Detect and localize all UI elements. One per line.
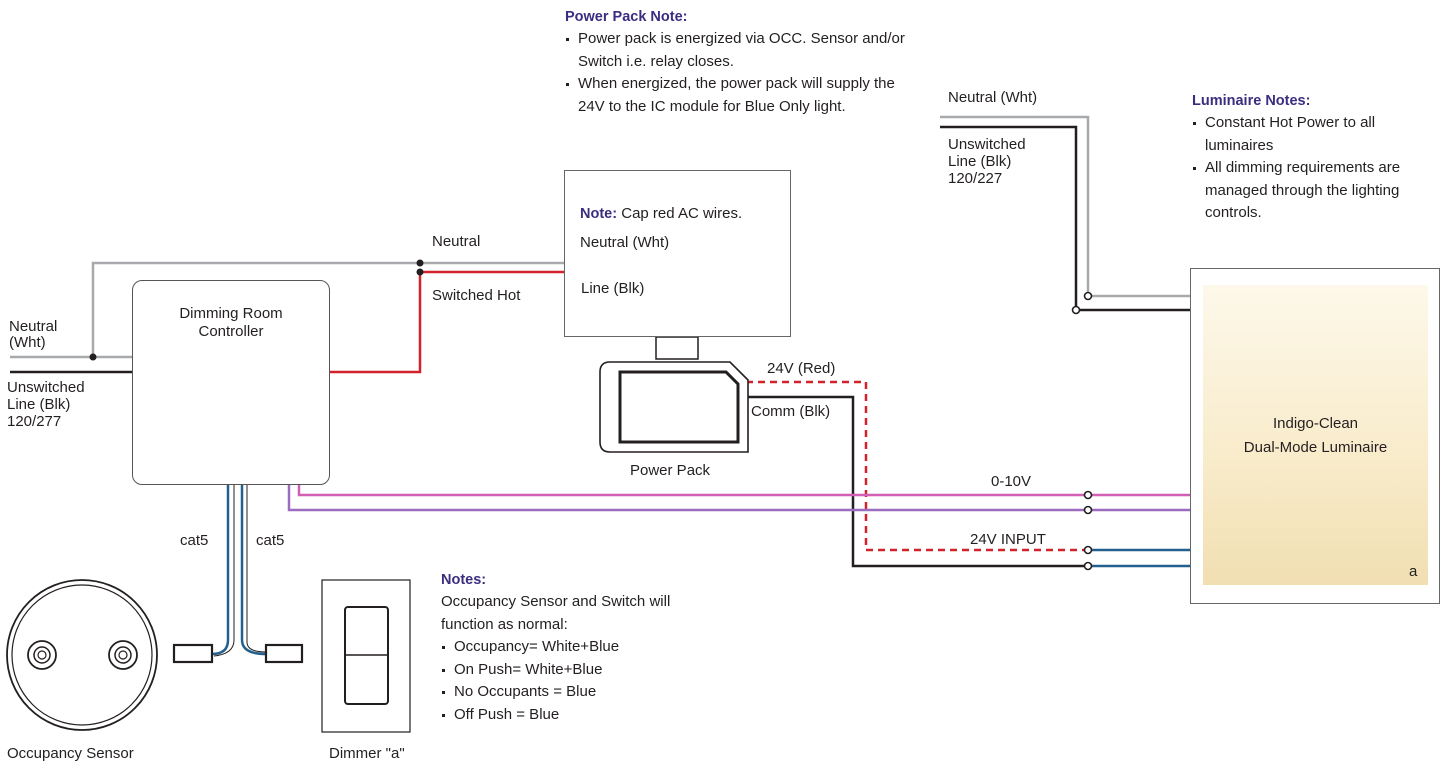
line-right-wire bbox=[940, 125, 1190, 312]
power-pack-face bbox=[618, 370, 740, 444]
function-note-item: No Occupants = Blue bbox=[441, 681, 731, 704]
neutral-left-label-2: (Wht) bbox=[9, 334, 46, 351]
power-pack-note: Power Pack Note: Power pack is energized… bbox=[565, 6, 925, 118]
power-pack-note-title: Power Pack Note: bbox=[565, 9, 688, 25]
comm-blk-label: Comm (Blk) bbox=[751, 403, 831, 420]
cat5-wire-a bbox=[211, 484, 230, 656]
cat5-wire-a2 bbox=[213, 484, 235, 657]
luminaire-label-line1: Indigo-Clean bbox=[1272, 415, 1359, 432]
cat5-label-b: cat5 bbox=[256, 532, 285, 549]
terminal-circle bbox=[1083, 545, 1093, 555]
terminals bbox=[1071, 291, 1093, 571]
luminaire-label-line2: Dual-Mode Luminaire bbox=[1243, 439, 1388, 456]
function-notes-list: Occupancy= White+Blue On Push= White+Blu… bbox=[441, 636, 731, 726]
cat5-wire-b2 bbox=[246, 484, 267, 653]
dim-purple-wire bbox=[287, 484, 1088, 512]
dimmer-label: Dimmer "a" bbox=[329, 745, 405, 762]
zero-ten-v-label: 0-10V bbox=[991, 473, 1032, 490]
line-box-label: Line (Blk) bbox=[581, 280, 645, 297]
power-pack-note-item: When energized, the power pack will supp… bbox=[565, 73, 923, 118]
luminaire-notes-list: Constant Hot Power to all luminaires All… bbox=[1192, 112, 1427, 225]
dimming-room-controller bbox=[132, 280, 330, 485]
terminal-circle bbox=[1083, 505, 1093, 515]
power-pack-note-list: Power pack is energized via OCC. Sensor … bbox=[565, 28, 925, 118]
luminaire-notes-title: Luminaire Notes: bbox=[1192, 93, 1311, 109]
function-note-item: Off Push = Blue bbox=[441, 704, 731, 727]
neutral-left-label: Neutral bbox=[9, 318, 58, 335]
unswitched-right-label: Unswitched bbox=[948, 136, 1026, 153]
luminaire-notes: Luminaire Notes: Constant Hot Power to a… bbox=[1192, 90, 1427, 225]
comm-blk-wire bbox=[746, 395, 1088, 568]
neutral-right-wire bbox=[940, 115, 1190, 298]
wire-box-note-label: Note: bbox=[580, 206, 618, 222]
v24-input-label: 24V INPUT bbox=[970, 531, 1046, 548]
controller-label-line1: Dimming Room bbox=[179, 305, 283, 322]
cat5-plug-dimmer bbox=[264, 643, 304, 664]
power-pack-connector bbox=[655, 336, 699, 360]
junction-dot bbox=[89, 353, 97, 361]
unswitched-right-label-3: 120/227 bbox=[948, 170, 1003, 187]
cat5-plug-sensor bbox=[172, 643, 214, 664]
cat5-label-a: cat5 bbox=[180, 532, 209, 549]
function-note-item: Occupancy= White+Blue bbox=[441, 636, 731, 659]
neutral-top-label: Neutral bbox=[432, 233, 481, 250]
terminal-circle bbox=[1083, 561, 1093, 571]
luminaire-note-item: All dimming requirements are managed thr… bbox=[1192, 157, 1430, 225]
wire-box-note: Note: Cap red AC wires. bbox=[580, 205, 742, 223]
unswitched-left-label-2: Line (Blk) bbox=[7, 396, 71, 413]
luminaire-note-item: Constant Hot Power to all luminaires bbox=[1192, 112, 1395, 157]
terminal-circle bbox=[1083, 291, 1093, 301]
neutral-box-label: Neutral (Wht) bbox=[580, 234, 670, 251]
luminaire-panel bbox=[1203, 285, 1428, 585]
dimmer-icon bbox=[321, 579, 411, 733]
junction-dot bbox=[416, 259, 424, 267]
occupancy-sensor-icon bbox=[6, 579, 158, 731]
unswitched-left-label: Unswitched bbox=[7, 379, 85, 396]
switched-hot-label: Switched Hot bbox=[432, 287, 521, 304]
junction-dot bbox=[416, 268, 424, 276]
occupancy-sensor-label: Occupancy Sensor bbox=[7, 745, 134, 762]
neutral-right-label: Neutral (Wht) bbox=[948, 89, 1038, 106]
wire-box-note-text: Cap red AC wires. bbox=[621, 205, 743, 222]
function-notes-intro: Occupancy Sensor and Switch will functio… bbox=[441, 593, 671, 633]
function-note-item: On Push= White+Blue bbox=[441, 659, 731, 682]
controller-label-line2: Controller bbox=[198, 323, 264, 340]
cat5-wire-b bbox=[240, 484, 267, 656]
unswitched-left-label-3: 120/277 bbox=[7, 413, 62, 430]
function-notes-title: Notes: bbox=[441, 572, 487, 588]
power-pack-note-item: Power pack is energized via OCC. Sensor … bbox=[565, 28, 923, 73]
power-pack-label: Power Pack bbox=[630, 462, 711, 479]
power-pack-junction-box bbox=[564, 170, 791, 337]
luminaire-tag: a bbox=[1409, 563, 1418, 580]
terminal-circle bbox=[1071, 305, 1081, 315]
terminal-circle bbox=[1083, 490, 1093, 500]
v24-red-label: 24V (Red) bbox=[767, 360, 836, 377]
function-notes: Notes: Occupancy Sensor and Switch will … bbox=[441, 569, 731, 726]
v24-red-wire bbox=[746, 380, 1088, 552]
dim-pink-wire bbox=[297, 484, 1088, 497]
unswitched-right-label-2: Line (Blk) bbox=[948, 153, 1012, 170]
